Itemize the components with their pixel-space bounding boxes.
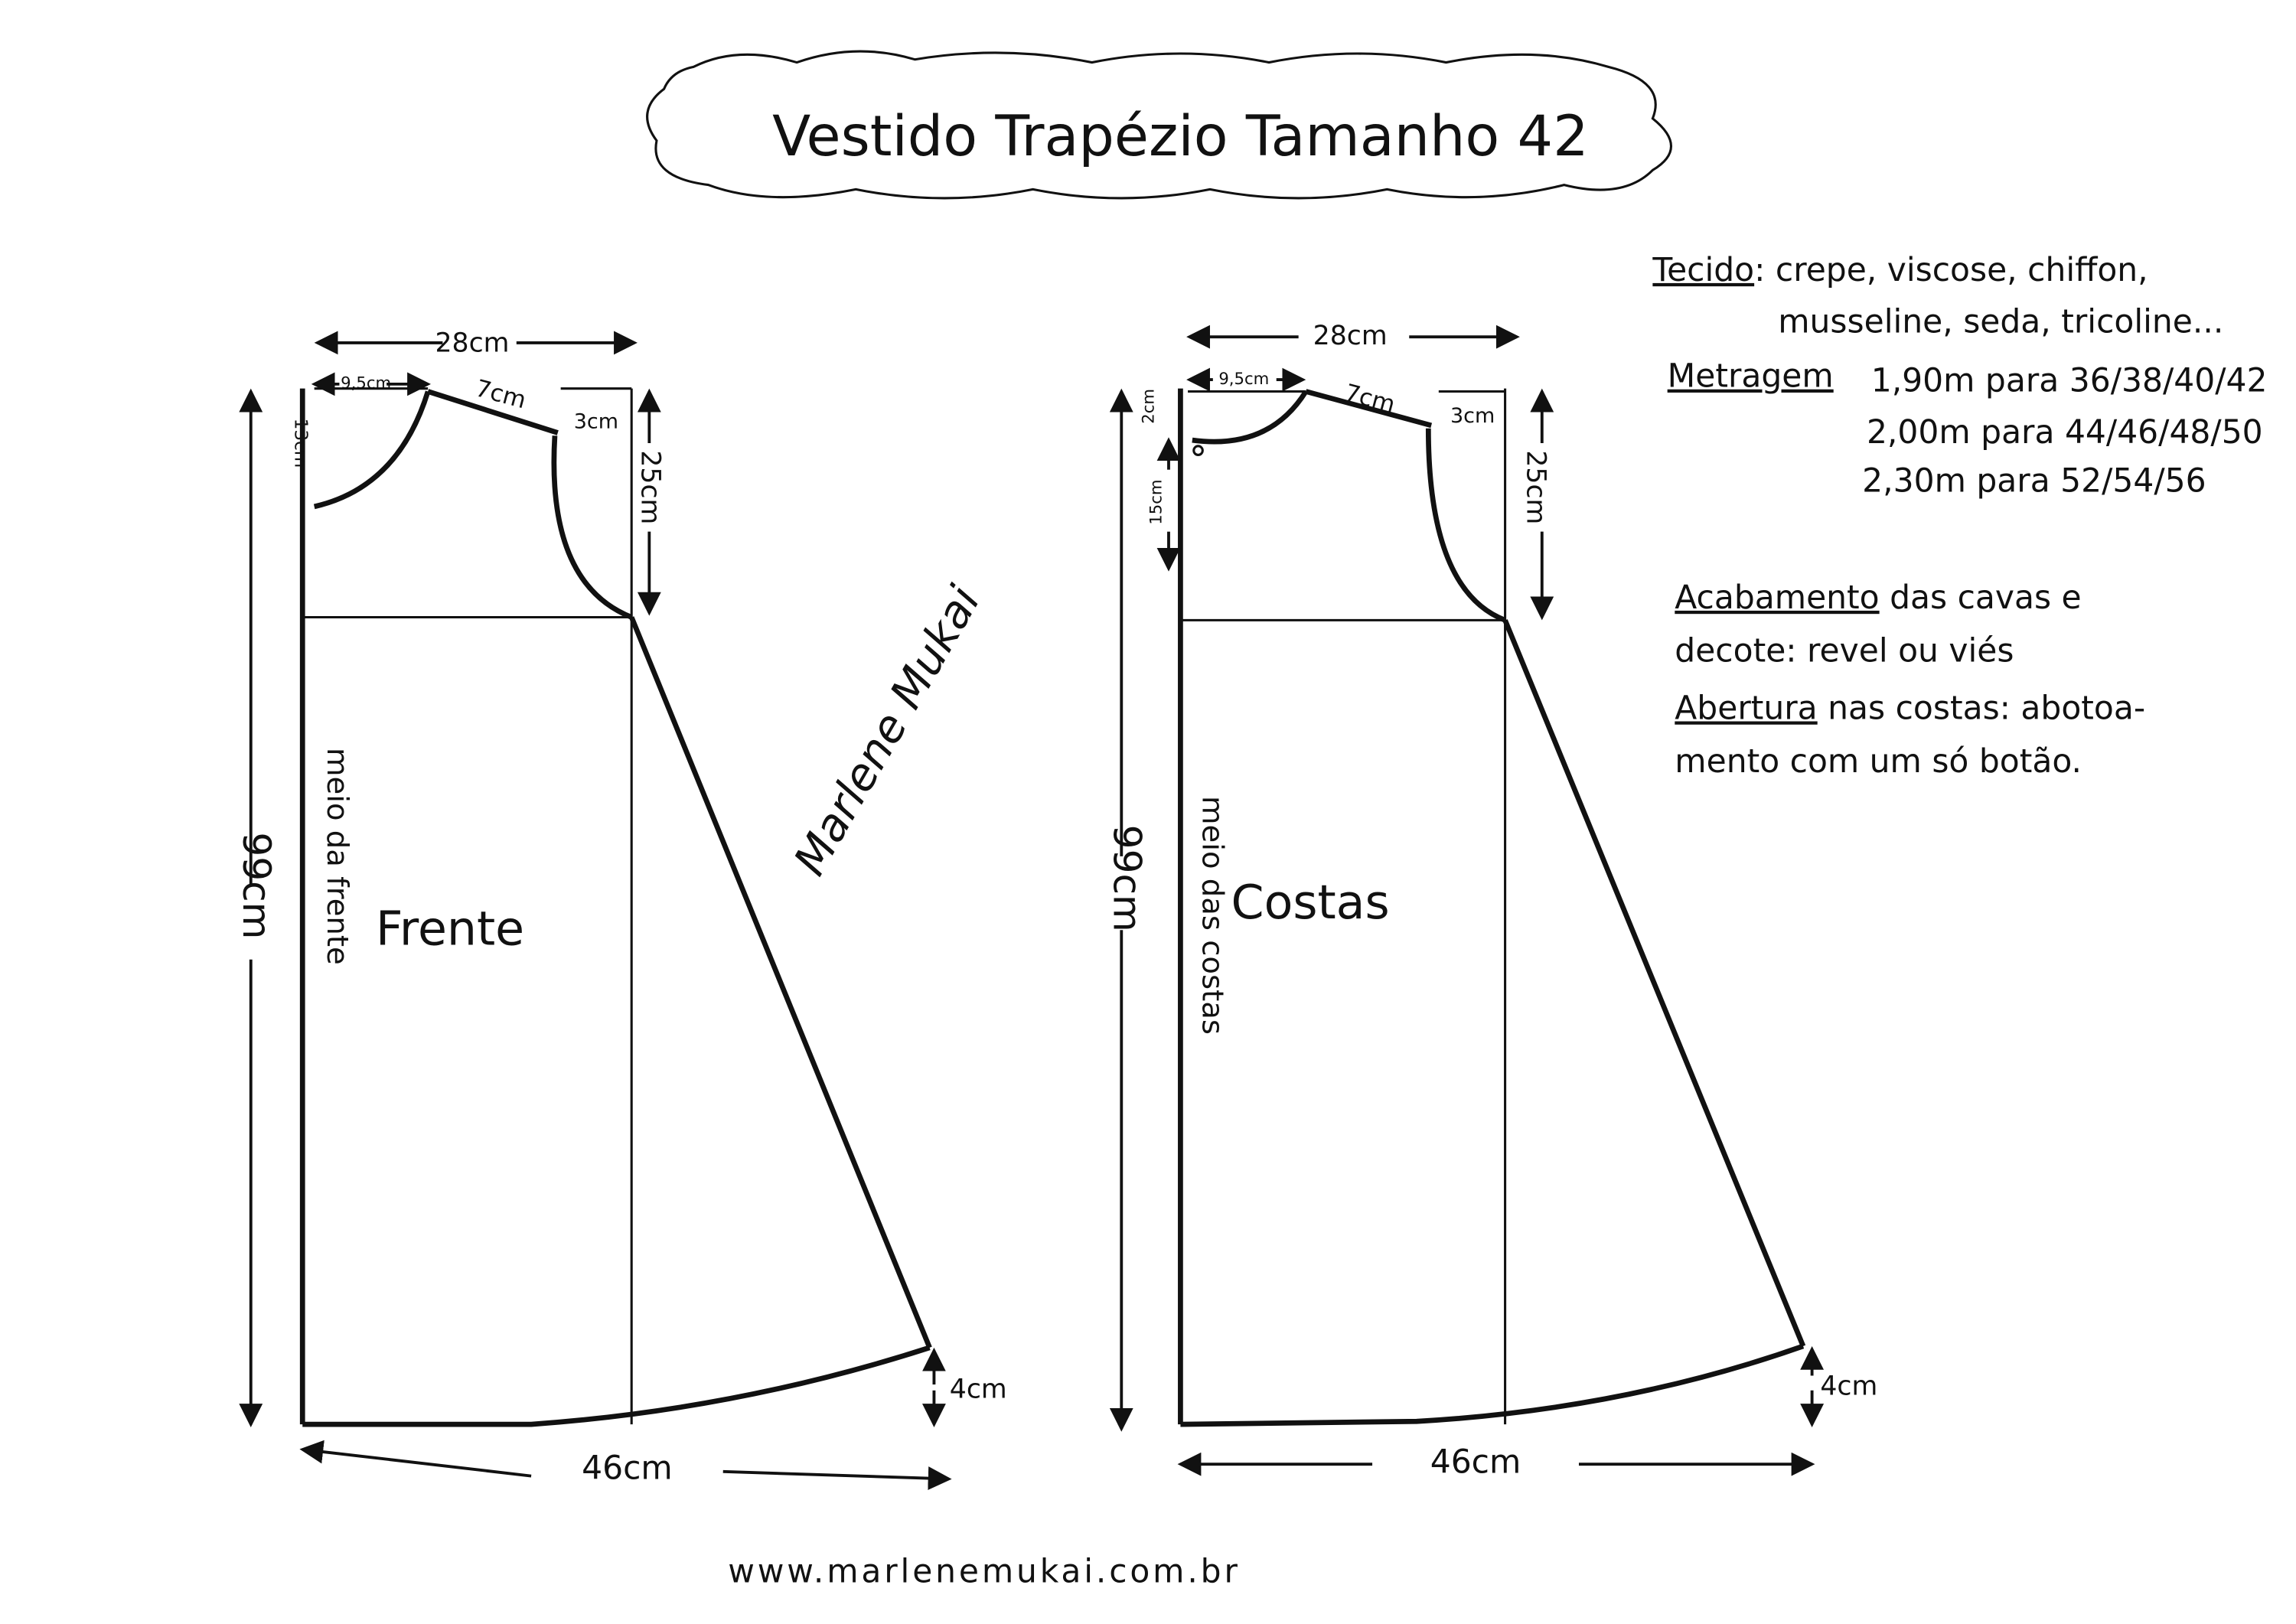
yardage-line-2: 2,00m para 44/46/48/50 [1867, 414, 2263, 452]
back-shoulder: 7cm [1342, 379, 1398, 419]
back-width-top: 28cm [1313, 321, 1388, 351]
opening-line1: nas costas: abotoa- [1818, 690, 2145, 728]
back-width-hem: 46cm [1430, 1444, 1521, 1482]
notes: Tecido: crepe, viscose, chiffon, musseli… [1652, 252, 2267, 781]
back-neck-width: 9,5cm [1218, 369, 1269, 388]
fabric-line2: musseline, seda, tricoline... [1778, 303, 2223, 341]
finish-note: Acabamento das cavas e [1675, 579, 2081, 617]
back-pattern: 28cm 9,5cm 7cm 2cm 15cm 3cm 25cm 99cm 4c… [1105, 321, 1878, 1482]
back-length: 99cm [1105, 825, 1150, 932]
front-hem-rise: 4cm [950, 1374, 1007, 1404]
back-opening: 15cm [1146, 479, 1165, 524]
finish-heading: Acabamento [1675, 579, 1879, 617]
front-label: Frente [376, 902, 524, 957]
signature: Marlene Mukai [784, 577, 990, 883]
front-width-hem: 46cm [582, 1450, 673, 1487]
front-center-label: meio da frente [320, 748, 354, 965]
front-neck-depth: 13cm [291, 419, 311, 468]
front-length: 99cm [234, 832, 279, 939]
yardage-line-3: 2,30m para 52/54/56 [1862, 463, 2206, 501]
back-armhole-depth: 25cm [1521, 450, 1551, 524]
front-neck-width: 9,5cm [341, 373, 391, 393]
front-shoulder-drop: 3cm [574, 410, 618, 434]
fabric-note: Tecido: crepe, viscose, chiffon, [1652, 252, 2148, 289]
front-width-top: 28cm [435, 328, 509, 358]
front-pattern: 28cm 9,5cm 7cm 13cm 3cm 25cm 99cm 4cm 46… [234, 328, 1007, 1490]
opening-heading: Abertura [1675, 690, 1817, 728]
back-label: Costas [1231, 875, 1390, 930]
fabric-heading: Tecido [1652, 252, 1754, 289]
finish-line1: das cavas e [1880, 579, 2082, 617]
back-hem-rise: 4cm [1820, 1371, 1877, 1402]
yardage-heading: Metragem [1668, 358, 1834, 396]
opening-line2: mento com um só botão. [1675, 743, 2082, 781]
opening-note: Abertura nas costas: abotoa- [1675, 690, 2145, 728]
title: Vestido Trapézio Tamanho 42 [772, 104, 1589, 169]
yardage-line-1: 1,90m para 36/38/40/42 [1871, 363, 2268, 400]
title-cloud: Vestido Trapézio Tamanho 42 [646, 50, 1672, 200]
front-armhole-depth: 25cm [635, 450, 666, 524]
fabric-line1: : crepe, viscose, chiffon, [1754, 252, 2148, 289]
back-neck-depth: 2cm [1139, 389, 1158, 424]
back-center-label: meio das costas [1195, 796, 1229, 1035]
finish-line2: decote: revel ou viés [1675, 632, 2014, 670]
website: www.marlenemukai.com.br [728, 1553, 1241, 1590]
back-shoulder-drop: 3cm [1450, 404, 1495, 428]
